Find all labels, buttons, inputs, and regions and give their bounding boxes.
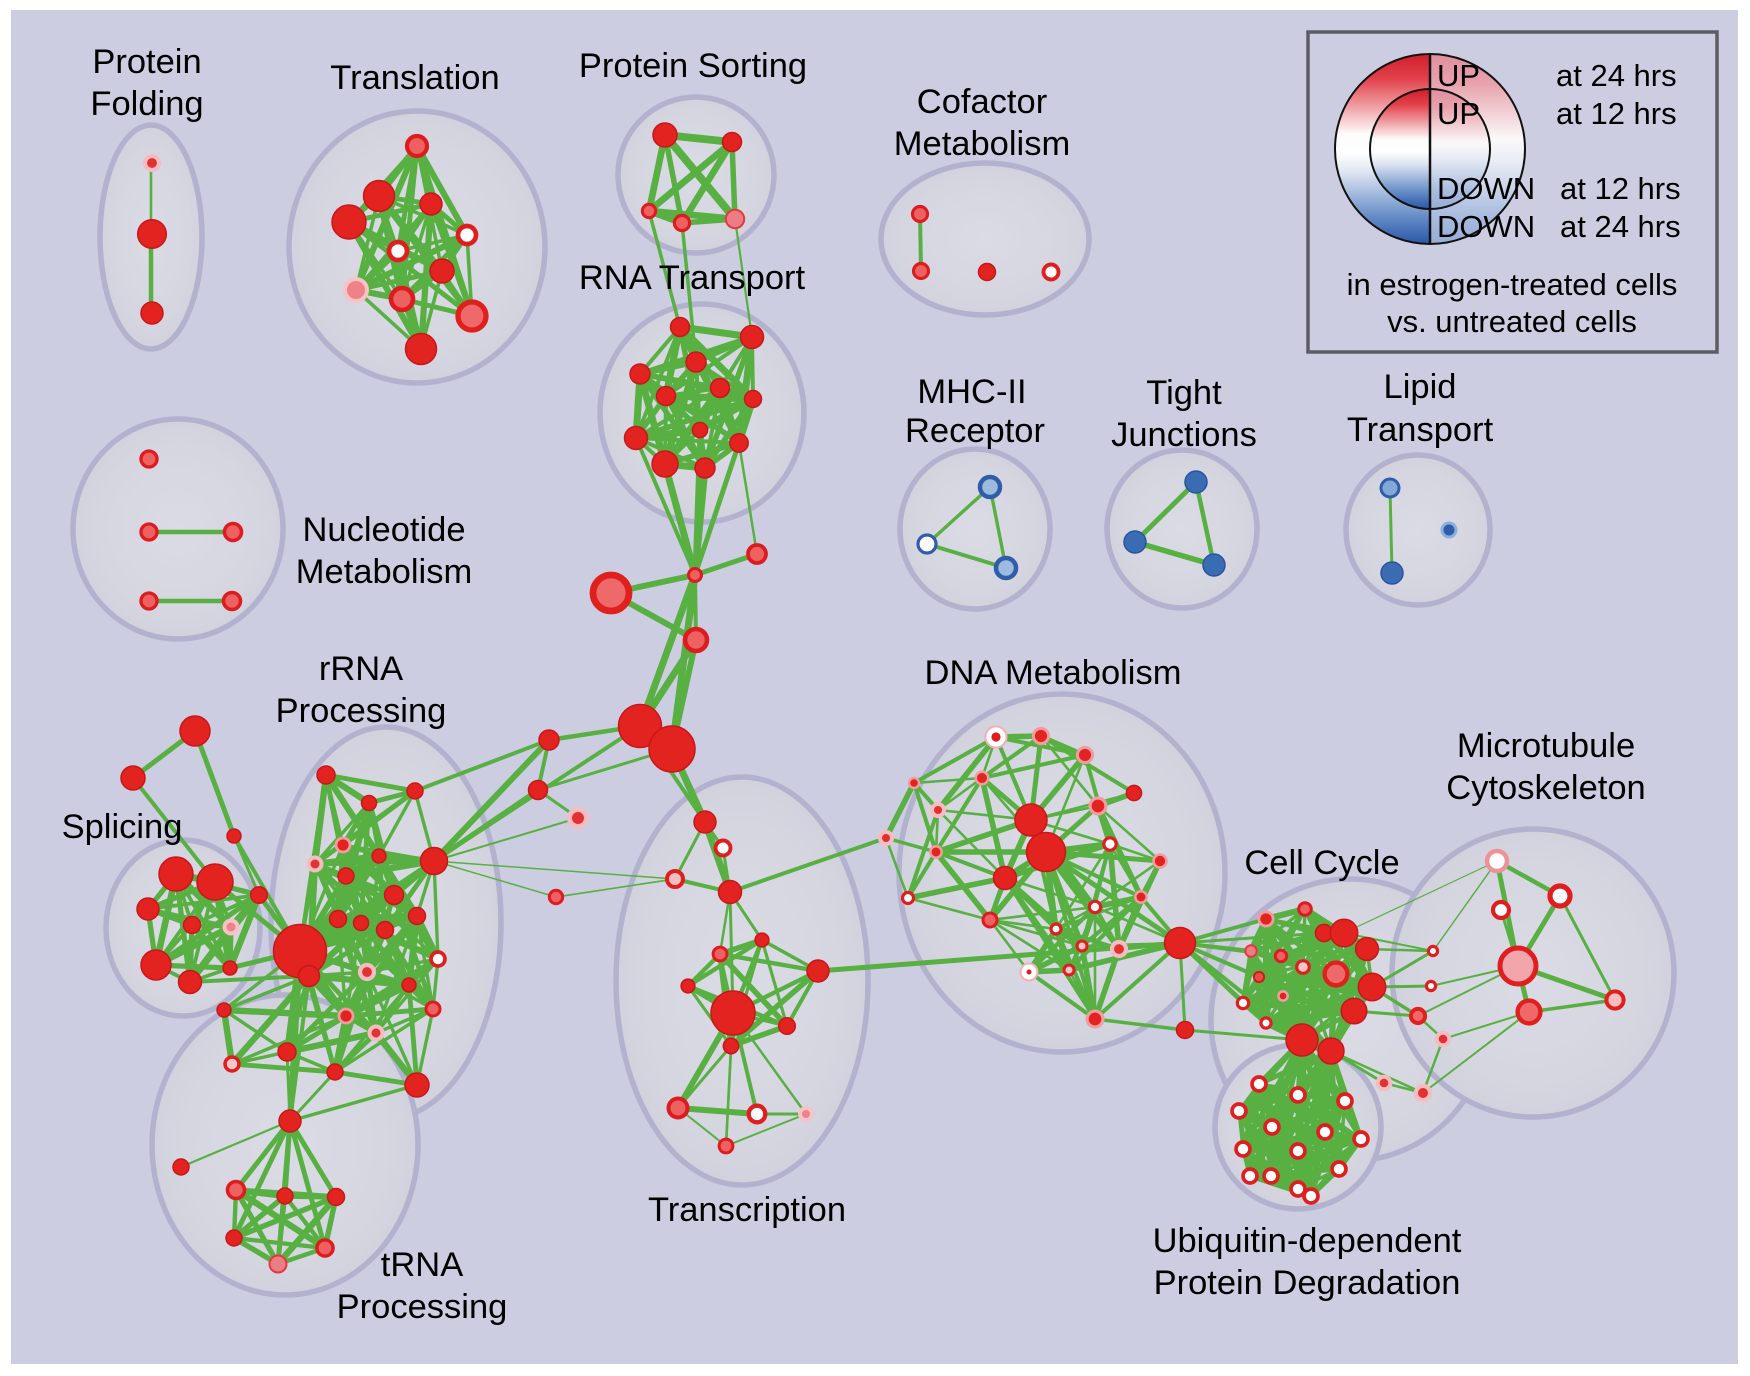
svg-text:Protein Sorting: Protein Sorting — [579, 47, 807, 85]
svg-text:UP: UP — [1437, 58, 1480, 93]
svg-text:Transcription: Transcription — [648, 1191, 846, 1229]
svg-text:Processing: Processing — [337, 1288, 508, 1326]
svg-text:tRNA: tRNA — [381, 1246, 463, 1284]
svg-text:MHC-II: MHC-II — [917, 373, 1026, 411]
svg-text:Microtubule: Microtubule — [1457, 727, 1635, 765]
svg-text:Folding: Folding — [90, 85, 203, 123]
svg-text:DOWN: DOWN — [1437, 209, 1535, 244]
svg-text:Cytoskeleton: Cytoskeleton — [1446, 769, 1645, 807]
svg-text:Protein Degradation: Protein Degradation — [1154, 1264, 1461, 1302]
svg-text:Junctions: Junctions — [1111, 416, 1257, 454]
svg-text:Receptor: Receptor — [905, 412, 1045, 450]
svg-text:Transport: Transport — [1347, 411, 1494, 449]
svg-text:RNA Transport: RNA Transport — [579, 259, 806, 297]
svg-text:Lipid: Lipid — [1384, 368, 1457, 406]
svg-text:DOWN: DOWN — [1437, 171, 1535, 206]
svg-text:Translation: Translation — [330, 59, 499, 97]
svg-text:Ubiquitin-dependent: Ubiquitin-dependent — [1153, 1222, 1462, 1260]
svg-text:at 12 hrs: at 12 hrs — [1560, 171, 1681, 206]
svg-text:Metabolism: Metabolism — [296, 553, 472, 591]
svg-text:Splicing: Splicing — [62, 808, 183, 846]
svg-text:Metabolism: Metabolism — [894, 125, 1070, 163]
svg-text:UP: UP — [1437, 96, 1480, 131]
svg-text:Processing: Processing — [276, 692, 447, 730]
svg-text:in estrogen-treated cells: in estrogen-treated cells — [1347, 267, 1678, 302]
svg-text:Protein: Protein — [92, 43, 201, 81]
svg-text:at 12 hrs: at 12 hrs — [1556, 96, 1677, 131]
svg-text:DNA Metabolism: DNA Metabolism — [925, 654, 1182, 692]
svg-text:Nucleotide: Nucleotide — [302, 511, 465, 549]
svg-text:vs. untreated cells: vs. untreated cells — [1387, 304, 1637, 339]
svg-text:rRNA: rRNA — [319, 650, 403, 688]
svg-text:Cofactor: Cofactor — [917, 83, 1047, 121]
svg-text:Tight: Tight — [1146, 374, 1222, 412]
svg-text:Cell Cycle: Cell Cycle — [1244, 844, 1399, 882]
svg-text:at 24 hrs: at 24 hrs — [1560, 209, 1681, 244]
svg-text:at 24 hrs: at 24 hrs — [1556, 58, 1677, 93]
